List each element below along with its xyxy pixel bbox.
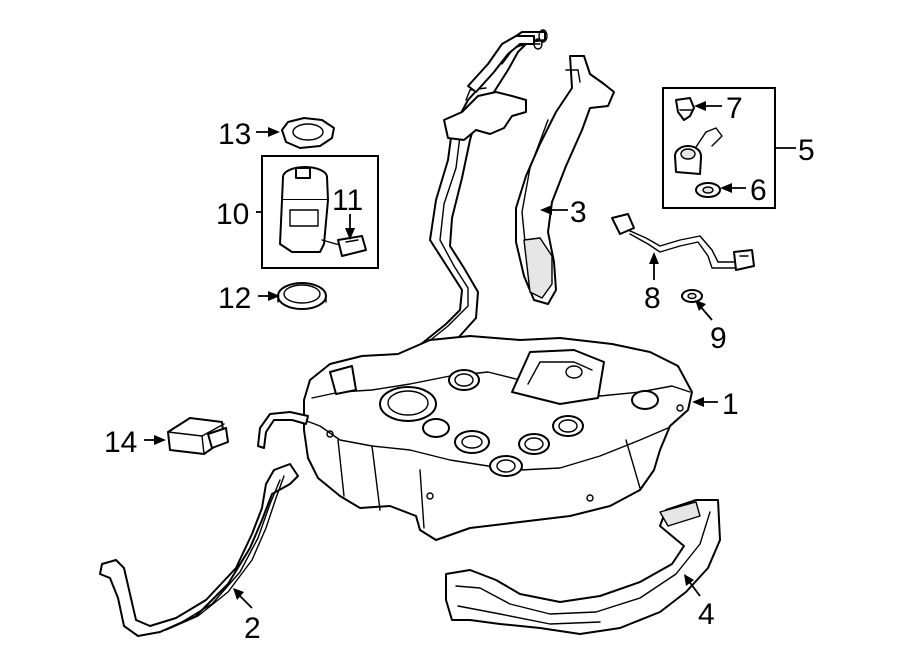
callout-11: 11 bbox=[332, 184, 363, 217]
callout-5: 5 bbox=[798, 134, 815, 167]
callout-14: 14 bbox=[104, 426, 137, 459]
fuel-cap-part bbox=[674, 97, 723, 198]
callout-7: 7 bbox=[726, 92, 743, 125]
grommet-part bbox=[681, 289, 703, 303]
callout-2: 2 bbox=[244, 612, 261, 645]
callout-12: 12 bbox=[218, 282, 251, 315]
callout-labels: 1 2 3 4 5 6 7 8 9 10 11 12 13 14 bbox=[104, 92, 815, 645]
filler-pipe-part bbox=[403, 29, 548, 367]
callout-6: 6 bbox=[750, 174, 767, 207]
callout-13: 13 bbox=[218, 118, 251, 151]
pump-seal-part bbox=[277, 282, 327, 310]
wiring-harness-part bbox=[611, 213, 755, 271]
callout-10: 10 bbox=[216, 198, 249, 231]
callout-3: 3 bbox=[570, 196, 587, 229]
filler-shield-part bbox=[515, 55, 615, 305]
callout-1: 1 bbox=[722, 388, 739, 421]
fuel-pump-part bbox=[279, 166, 367, 257]
fuel-tank-part bbox=[257, 335, 693, 541]
leader-lines bbox=[144, 101, 796, 609]
callout-8: 8 bbox=[644, 282, 661, 315]
tank-heat-shield-part bbox=[445, 499, 721, 635]
control-module-part bbox=[167, 417, 229, 455]
callout-4: 4 bbox=[698, 598, 715, 631]
tank-strap-part bbox=[99, 463, 299, 637]
lock-ring-part bbox=[281, 117, 335, 149]
callout-9: 9 bbox=[710, 322, 727, 355]
